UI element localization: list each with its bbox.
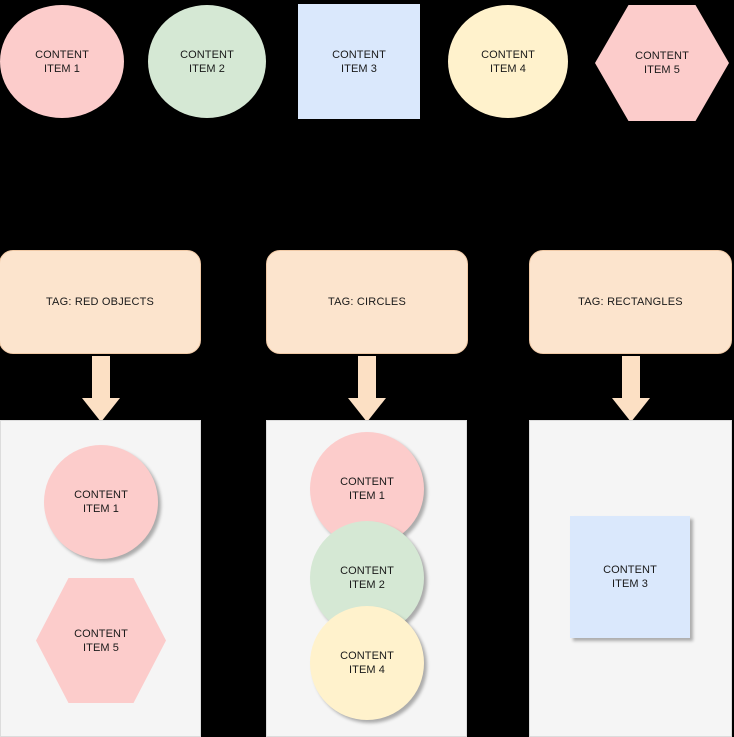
arrow-stem <box>92 356 110 398</box>
content-shape-label: CONTENT ITEM 1 <box>74 489 128 515</box>
tag-label: TAG: CIRCLES <box>328 296 406 308</box>
arrow-head <box>612 398 650 422</box>
arrow-stem <box>358 356 376 398</box>
source-item-5[interactable]: CONTENT ITEM 5 <box>595 5 729 121</box>
arrow-stem <box>622 356 640 398</box>
content-shape-label: CONTENT ITEM 3 <box>332 48 386 75</box>
group-circles-member-1[interactable]: CONTENT ITEM 1 <box>310 432 424 546</box>
content-shape-label: CONTENT ITEM 4 <box>481 48 535 75</box>
tag-rectangles[interactable]: TAG: RECTANGLES <box>529 250 732 354</box>
tag-red-objects[interactable]: TAG: RED OBJECTS <box>0 250 201 354</box>
group-rectangles-member-1[interactable]: CONTENT ITEM 3 <box>570 516 690 638</box>
content-shape-label: CONTENT ITEM 1 <box>35 48 89 75</box>
arrow-circles-down-arrow-icon <box>348 356 386 422</box>
group-circles-member-3[interactable]: CONTENT ITEM 4 <box>310 606 424 720</box>
tag-circles[interactable]: TAG: CIRCLES <box>266 250 468 354</box>
content-shape-label: CONTENT ITEM 4 <box>340 650 394 676</box>
content-shape-label: CONTENT ITEM 2 <box>340 565 394 591</box>
content-shape-label: CONTENT ITEM 5 <box>74 627 128 654</box>
content-shape-label: CONTENT ITEM 1 <box>340 476 394 502</box>
content-shape-label: CONTENT ITEM 3 <box>603 564 657 590</box>
tag-label: TAG: RED OBJECTS <box>45 296 155 308</box>
source-item-2[interactable]: CONTENT ITEM 2 <box>148 5 266 118</box>
content-shape-label: CONTENT ITEM 2 <box>180 48 234 75</box>
arrow-head <box>82 398 120 422</box>
arrow-head <box>348 398 386 422</box>
source-item-1[interactable]: CONTENT ITEM 1 <box>0 5 124 118</box>
arrow-red-objects-down-arrow-icon <box>82 356 120 422</box>
tag-label: TAG: RECTANGLES <box>578 296 683 308</box>
source-item-4[interactable]: CONTENT ITEM 4 <box>448 5 568 118</box>
source-item-3[interactable]: CONTENT ITEM 3 <box>298 4 420 119</box>
content-shape-label: CONTENT ITEM 5 <box>635 50 689 76</box>
arrow-rectangles-down-arrow-icon <box>612 356 650 422</box>
group-red-objects-member-1[interactable]: CONTENT ITEM 1 <box>44 445 158 559</box>
